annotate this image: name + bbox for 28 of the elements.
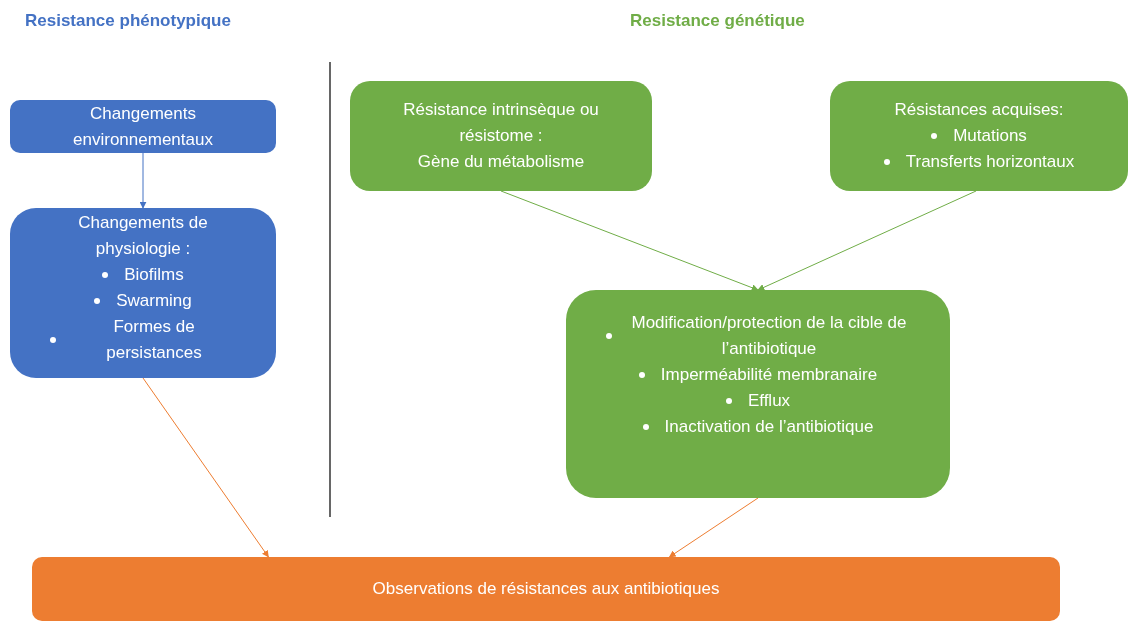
bullet-item: Mutations [953,125,1027,147]
bullet-item: Modification/protection de la cible de l’antibiotique [630,312,908,360]
bullet-item: Efflux [747,390,791,412]
bullet-item: Biofilms [124,264,184,286]
arrow [668,497,759,558]
result-box [32,557,1060,621]
box-text: Gène du métabolisme [417,151,585,173]
process-box [10,100,276,153]
box-text: Résistance intrinsèque ou résistome : [402,99,600,147]
box-text: Changements de physiologie : [77,212,209,260]
bullet-item: Imperméabilité membranaire [660,364,878,386]
section-heading: Resistance génétique [630,11,805,31]
process-box [10,208,276,378]
bullet-item: Swarming [116,290,192,312]
process-box [566,290,950,498]
arrow [142,377,269,558]
process-box [350,81,652,191]
arrow [139,152,147,209]
box-text: Résistances acquises: [894,99,1064,121]
section-heading: Resistance phénotypique [25,11,231,31]
bullet-item: Transferts horizontaux [905,151,1075,173]
bullet-item: Formes de persistances [105,316,203,364]
arrow [500,190,759,291]
bullet-item: Inactivation de l’antibiotique [664,416,874,438]
box-text: Observations de résistances aux antibiotiques [372,578,720,600]
box-text: Changements environnementaux [72,102,214,151]
process-box [830,81,1128,191]
arrow [757,190,977,291]
